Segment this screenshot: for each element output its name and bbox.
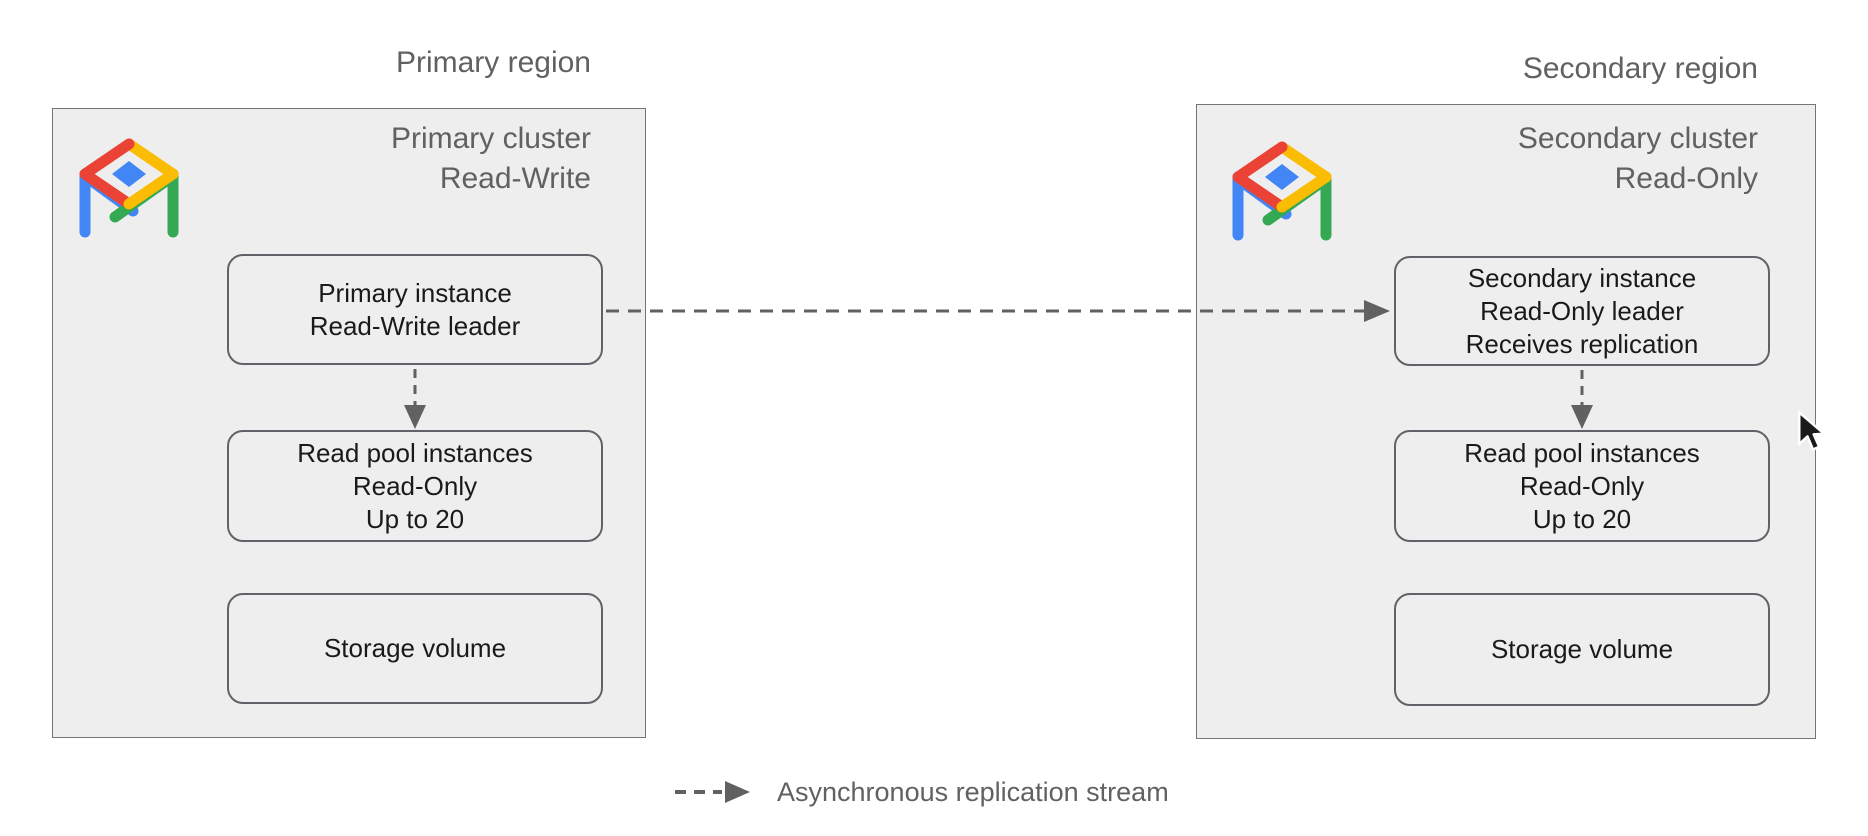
secondary-instance-node: Secondary instance Read-Only leader Rece… [1394, 256, 1770, 366]
secondary-read-pool-node: Read pool instances Read-Only Up to 20 [1394, 430, 1770, 542]
node-label: Storage volume [323, 633, 507, 663]
legend-label: Asynchronous replication stream [777, 777, 1169, 807]
node-label: Primary instance [318, 277, 512, 308]
node-label: Read pool instances [1464, 437, 1700, 468]
legend-arrow [675, 781, 750, 803]
primary-cluster-heading: Primary cluster Read-Write [171, 119, 591, 199]
node-label: Up to 20 [365, 503, 465, 534]
primary-read-pool-node: Read pool instances Read-Only Up to 20 [227, 430, 603, 542]
node-label: Secondary instance [1467, 262, 1697, 293]
primary-instance-node: Primary instance Read-Write leader [227, 254, 603, 365]
primary-storage-volume-node: Storage volume [227, 593, 603, 704]
secondary-cluster-heading-line2: Read-Only [1614, 162, 1758, 195]
node-label: Read-Write leader [309, 310, 521, 341]
secondary-cluster-heading: Secondary cluster Read-Only [1338, 119, 1758, 199]
secondary-region-title: Secondary region [1522, 52, 1758, 85]
secondary-storage-volume-node: Storage volume [1394, 593, 1770, 706]
node-label: Read-Only leader [1480, 295, 1684, 326]
alloydb-icon [79, 138, 179, 238]
node-label: Up to 20 [1532, 503, 1632, 534]
node-label: Read pool instances [297, 437, 533, 468]
node-label: Storage volume [1490, 634, 1674, 664]
primary-cluster-heading-line1: Primary cluster [390, 122, 591, 155]
primary-region-title: Primary region [395, 46, 591, 79]
node-label: Receives replication [1465, 328, 1699, 359]
node-label: Read-Only [352, 470, 478, 501]
alloydb-icon [1232, 141, 1332, 241]
secondary-cluster-heading-line1: Secondary cluster [1517, 122, 1758, 155]
mouse-cursor-icon [1798, 411, 1826, 451]
node-label: Read-Only [1519, 470, 1645, 501]
primary-cluster-heading-line2: Read-Write [439, 162, 591, 195]
